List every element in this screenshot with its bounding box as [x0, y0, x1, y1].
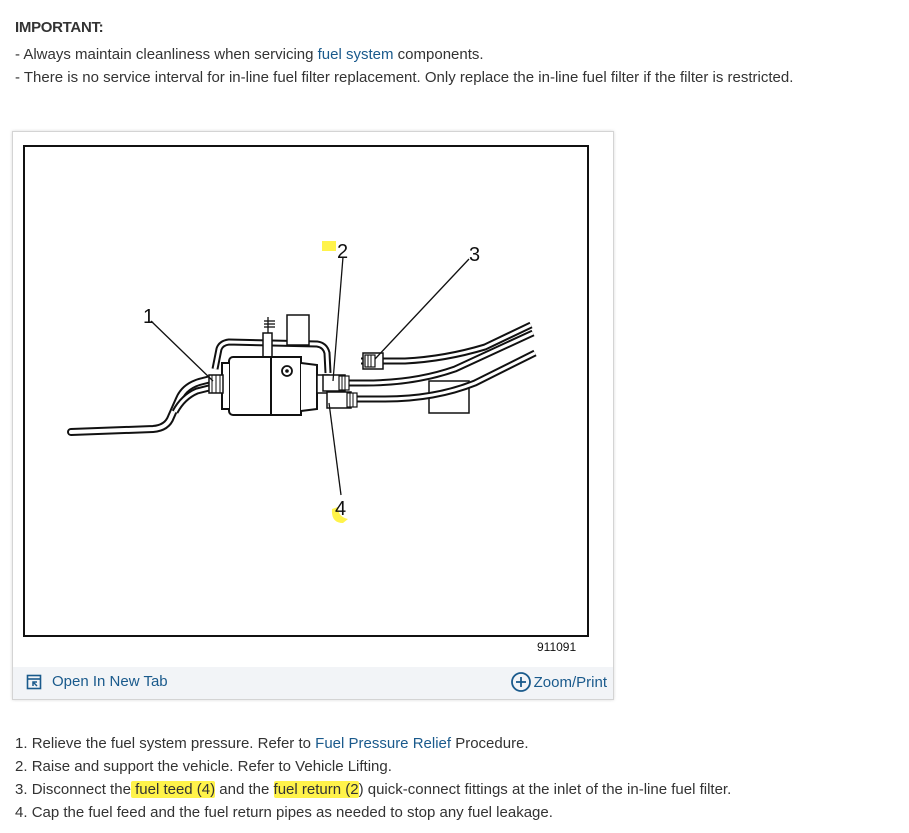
callout-3: 3: [469, 244, 480, 266]
procedure-steps: 1. Relieve the fuel system pressure. Ref…: [15, 732, 731, 824]
fuel-system-link[interactable]: fuel system: [317, 46, 394, 63]
plus-circle-icon: [510, 672, 531, 692]
step-text: Disconnect the: [31, 781, 131, 798]
figure-number: 911091: [537, 640, 577, 654]
figure-frame: 1 2 3 4: [23, 145, 589, 637]
callout-1: 1: [143, 306, 154, 328]
note-item: - There is no service interval for in-li…: [15, 66, 793, 89]
important-title: IMPORTANT:: [15, 19, 104, 36]
callout-2-highlight: [322, 241, 336, 251]
step-number: 2.: [15, 758, 32, 775]
highlighted-fuel-return: fuel return (2: [273, 781, 359, 798]
open-in-new-tab-button[interactable]: Open In New Tab: [26, 673, 168, 690]
step-text: ) quick-connect fittings at the inlet of…: [358, 781, 732, 798]
step-text: Raise and support the vehicle. Refer to …: [31, 758, 392, 775]
note-text: - There is no service interval for in-li…: [15, 69, 794, 86]
callout-4: 4: [335, 498, 346, 520]
step-item: 1. Relieve the fuel system pressure. Ref…: [15, 732, 731, 755]
step-number: 1.: [15, 735, 32, 752]
fuel-pressure-relief-link[interactable]: Fuel Pressure Relief: [315, 735, 452, 752]
note-text: components.: [393, 46, 484, 63]
step-number: 3.: [15, 781, 32, 798]
step-item: 2. Raise and support the vehicle. Refer …: [15, 755, 731, 778]
highlighted-fuel-teed: fuel teed (4): [130, 781, 216, 798]
step-item: 3. Disconnect the fuel teed (4) and the …: [15, 778, 731, 801]
important-notes: - Always maintain cleanliness when servi…: [15, 43, 793, 89]
fuel-filter-diagram: 1 2 3 4: [67, 241, 537, 523]
open-in-new-tab-label: Open In New Tab: [52, 673, 168, 690]
zoom-print-label: Zoom/Print: [533, 673, 607, 691]
figure-card: 1 2 3 4 911091 Open In New Tab Zoom/Prin…: [12, 131, 614, 700]
step-text: and the: [215, 781, 274, 798]
zoom-print-button[interactable]: Zoom/Print: [510, 671, 607, 693]
callout-4-highlight: [331, 507, 348, 523]
step-number: 4.: [15, 804, 32, 821]
callout-2: 2: [337, 241, 348, 263]
step-text: Relieve the fuel system pressure. Refer …: [31, 735, 316, 752]
note-text: - Always maintain cleanliness when servi…: [15, 46, 318, 63]
open-new-tab-icon: [26, 674, 42, 689]
step-item: 4. Cap the fuel feed and the fuel return…: [15, 801, 731, 824]
figure-toolbar: Open In New Tab Zoom/Print: [13, 667, 613, 699]
note-item: - Always maintain cleanliness when servi…: [15, 43, 793, 66]
step-text: Procedure.: [451, 735, 529, 752]
step-text: Cap the fuel feed and the fuel return pi…: [31, 804, 553, 821]
